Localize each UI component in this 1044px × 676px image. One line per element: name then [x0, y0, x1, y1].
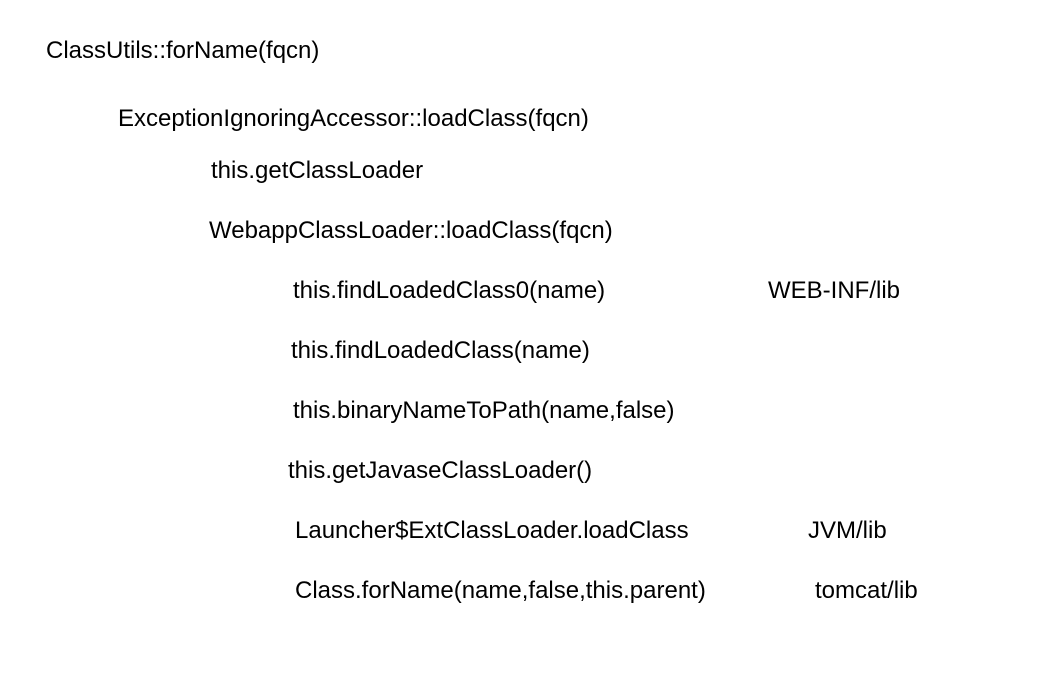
location-note-jvm-lib: JVM/lib: [808, 517, 887, 544]
call-step-find-loaded-class: this.findLoadedClass(name): [291, 337, 590, 364]
location-note-tomcat-lib: tomcat/lib: [815, 577, 918, 604]
call-step-accessor-loadclass: ExceptionIgnoringAccessor::loadClass(fqc…: [118, 105, 589, 132]
call-step-webapp-loadclass: WebappClassLoader::loadClass(fqcn): [209, 217, 613, 244]
call-step-find-loaded-class0: this.findLoadedClass0(name): [293, 277, 606, 304]
call-step-binary-name-to-path: this.binaryNameToPath(name,false): [293, 397, 675, 424]
location-note-web-inf-lib: WEB-INF/lib: [768, 277, 900, 304]
call-step-class-forname: Class.forName(name,false,this.parent): [295, 577, 706, 604]
call-step-get-classloader: this.getClassLoader: [211, 157, 424, 184]
call-step-classutils-forname: ClassUtils::forName(fqcn): [46, 37, 320, 64]
call-step-get-javase-classloader: this.getJavaseClassLoader(): [288, 457, 593, 484]
call-step-ext-classloader-loadclass: Launcher$ExtClassLoader.loadClass: [295, 517, 689, 544]
